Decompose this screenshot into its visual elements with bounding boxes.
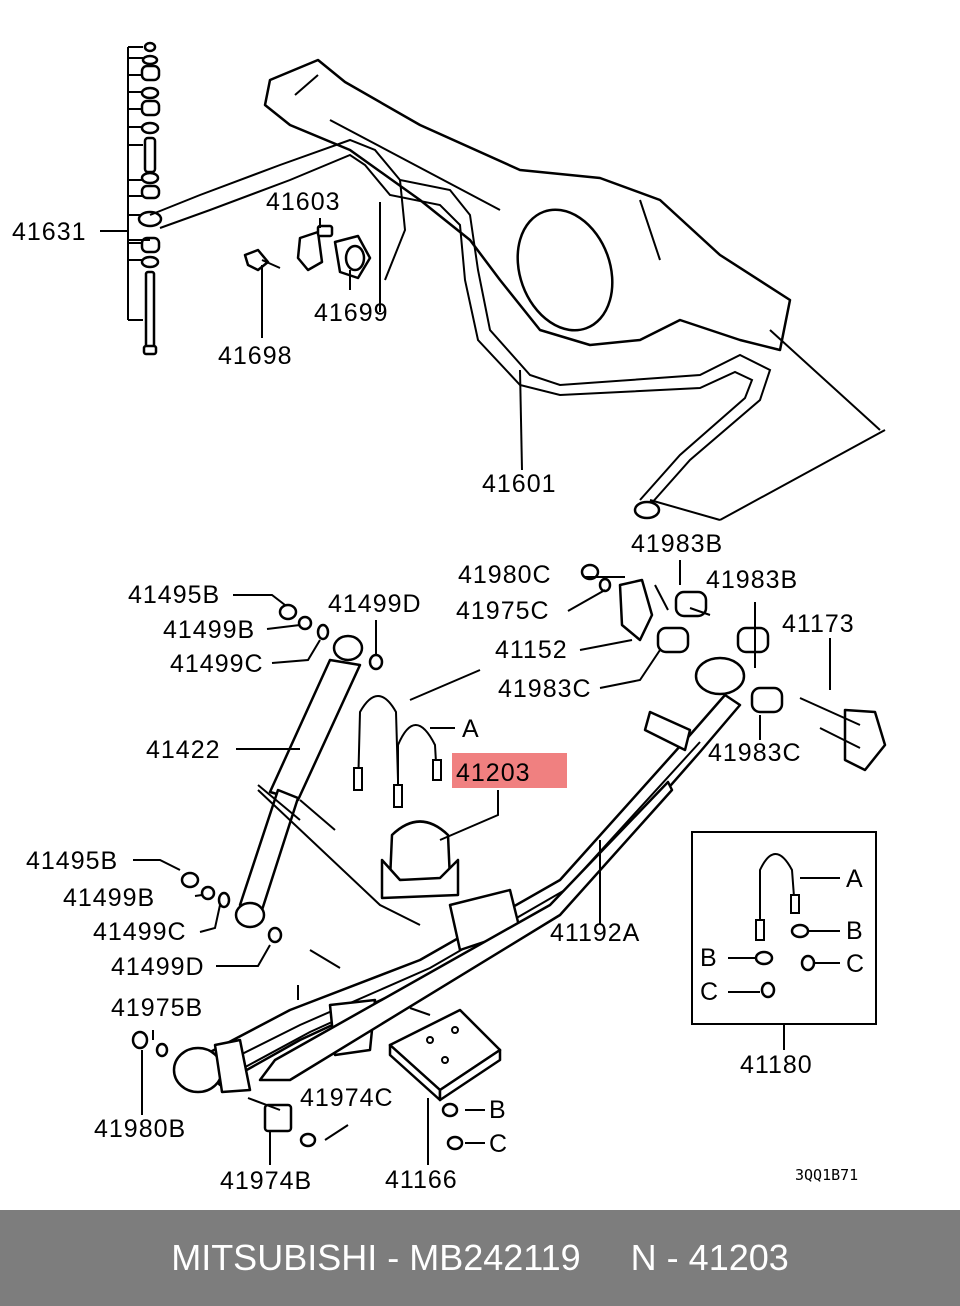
inset-label-a: A [846, 865, 864, 893]
parts-diagram: 41631 41603 41699 41698 41601 41983B 419… [12, 41, 887, 1195]
stabilizer-link-stack [100, 41, 163, 356]
spring-pad [257, 789, 460, 926]
label-c: C [489, 1130, 508, 1158]
label-41603: 41603 [266, 188, 341, 216]
label-41975c: 41975C [456, 597, 550, 625]
label-41980b: 41980B [94, 1115, 186, 1143]
footer-text: MITSUBISHI - MB242119 N - 41203 [171, 1237, 789, 1278]
label-41173: 41173 [782, 610, 855, 638]
inset-label-b: B [700, 944, 718, 972]
label-41192a: 41192A [550, 919, 640, 947]
label-41698: 41698 [218, 342, 293, 370]
shock-absorber [234, 634, 364, 929]
label-41980c: 41980C [458, 561, 552, 589]
label-41180: 41180 [740, 1051, 813, 1079]
inset-label-c: C [846, 950, 865, 978]
label-41422: 41422 [146, 736, 221, 764]
leader-lines [128, 202, 840, 1165]
label-b: B [489, 1096, 507, 1124]
label-41631: 41631 [12, 218, 87, 246]
label-41699: 41699 [314, 299, 389, 327]
label-41203: 41203 [456, 759, 531, 787]
label-41499d: 41499D [111, 953, 205, 981]
label-41495b: 41495B [26, 847, 118, 875]
axle-housing [263, 58, 886, 521]
label-41601: 41601 [482, 470, 557, 498]
label-41166: 41166 [385, 1166, 458, 1194]
label-41152: 41152 [495, 636, 568, 664]
footer-bar: MITSUBISHI - MB242119 N - 41203 [0, 1210, 960, 1306]
highlight-box [452, 753, 567, 788]
leaf-spring [172, 656, 746, 1094]
label-41495b: 41495B [128, 581, 220, 609]
label-41499b: 41499B [163, 616, 255, 644]
part-labels: 41631 41603 41699 41698 41601 41983B 419… [12, 188, 865, 1195]
stabilizer-bushing-parts [243, 218, 372, 338]
label-41983b: 41983B [631, 530, 723, 558]
label-41974b: 41974B [220, 1167, 312, 1195]
label-a: A [462, 715, 480, 743]
label-41983c: 41983C [498, 675, 592, 703]
shackle-parts [580, 563, 887, 772]
label-41983b: 41983B [706, 566, 798, 594]
label-41974c: 41974C [300, 1084, 394, 1112]
inset-label-b: B [846, 917, 864, 945]
label-41499d: 41499D [328, 590, 422, 618]
inset-label-c: C [700, 978, 719, 1006]
label-41983c: 41983C [708, 739, 802, 767]
u-bolts [353, 695, 442, 808]
label-41499c: 41499C [93, 918, 187, 946]
label-41975b: 41975B [111, 994, 203, 1022]
spring-seat [131, 603, 502, 1151]
stabilizer-bar [149, 138, 772, 520]
label-41499b: 41499B [63, 884, 155, 912]
drawing-reference: 3QQ1B71 [795, 1166, 858, 1184]
label-41499c: 41499C [170, 650, 264, 678]
